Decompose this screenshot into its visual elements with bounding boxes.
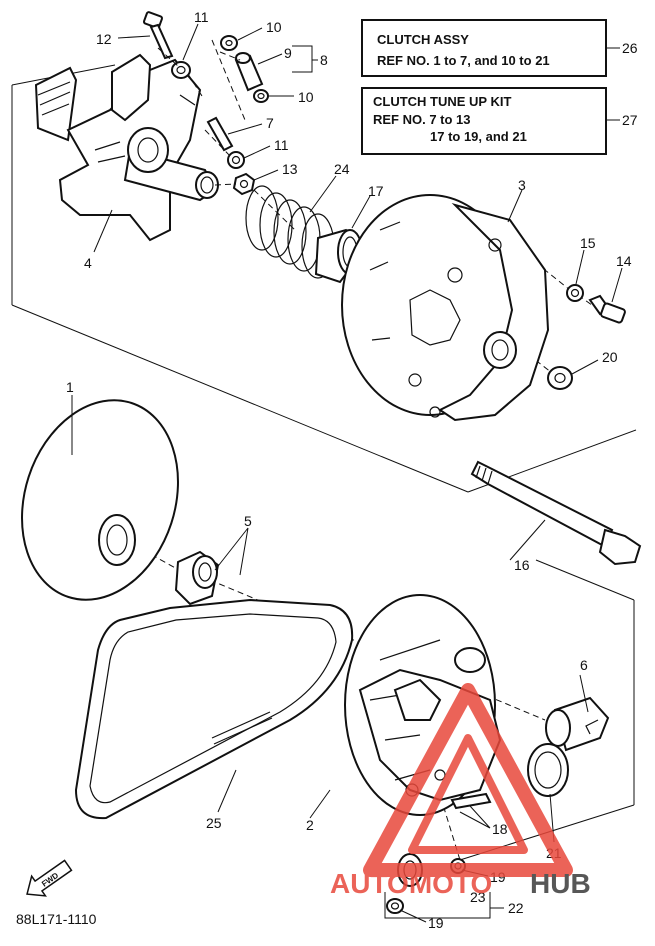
callout-26: 26	[622, 40, 638, 56]
callout-leaders	[71, 23, 623, 923]
callout-24: 24	[334, 161, 350, 177]
callout-4: 4	[84, 255, 92, 271]
callout-8: 8	[320, 52, 328, 68]
drive-belt-25	[74, 598, 354, 820]
washer-20	[547, 366, 573, 390]
callout-1: 1	[66, 379, 74, 395]
callout-18: 18	[492, 821, 508, 837]
fixed-sheave-1	[21, 399, 179, 601]
seal-21	[527, 743, 569, 797]
bolt-16	[470, 460, 642, 566]
bolt-12	[142, 11, 174, 60]
roller-9	[234, 52, 264, 92]
callout-15: 15	[580, 235, 596, 251]
washer-10-lower	[253, 89, 269, 103]
pin-7	[206, 116, 234, 152]
bushing-5	[174, 550, 220, 606]
watermark-logo: AUTOMOTO HUB	[330, 683, 591, 899]
washer-15	[566, 284, 584, 302]
pin-18	[450, 792, 492, 810]
callout-7: 7	[266, 115, 274, 131]
callout-27: 27	[622, 112, 638, 128]
callout-25: 25	[206, 815, 222, 831]
callout-5: 5	[244, 513, 252, 529]
callout-23: 23	[470, 889, 486, 905]
clutch-assy-title: CLUTCH ASSY	[377, 32, 469, 47]
callout-9: 9	[284, 45, 292, 61]
watermark-text-hub: HUB	[530, 868, 591, 899]
watermark-text-automoto: AUTOMOTO	[330, 868, 492, 899]
moveable-sheave-3	[341, 194, 550, 422]
nut-11-top	[171, 61, 191, 79]
tune-up-kit-ref-line2: 17 to 19, and 21	[430, 129, 527, 144]
callout-11-lower: 11	[274, 137, 289, 153]
nut-11-lower	[227, 151, 245, 169]
washer-19-lower	[386, 898, 404, 914]
callout-13: 13	[282, 161, 298, 177]
tune-up-kit-box: CLUTCH TUNE UP KIT REF NO. 7 to 13 17 to…	[361, 87, 638, 155]
callout-20: 20	[602, 349, 618, 365]
callout-19-lower: 19	[428, 915, 444, 931]
clutch-assy-ref: REF NO. 1 to 7, and 10 to 21	[377, 53, 550, 68]
callout-2: 2	[306, 817, 314, 833]
tube-6	[545, 696, 610, 752]
fwd-arrow: FWD	[26, 859, 73, 897]
tune-up-kit-title: CLUTCH TUNE UP KIT	[373, 94, 511, 109]
callout-10-top: 10	[266, 19, 282, 35]
callout-17: 17	[368, 183, 384, 199]
spider-hub	[34, 53, 219, 242]
nut-13	[232, 172, 256, 196]
bolt-14	[588, 294, 626, 324]
washer-10-top	[220, 35, 238, 51]
callout-numbers: 12 11 10 9 8 10 7 11 13 24 17 3 15 14 4 …	[66, 9, 632, 931]
clutch-assy-box: CLUTCH ASSY REF NO. 1 to 7, and 10 to 21…	[361, 19, 638, 77]
tune-up-kit-ref-line1: REF NO. 7 to 13	[373, 112, 471, 127]
callout-3: 3	[518, 177, 526, 193]
callout-14: 14	[616, 253, 632, 269]
callout-16: 16	[514, 557, 530, 573]
callout-12: 12	[96, 31, 112, 47]
callout-10-lower: 10	[298, 89, 314, 105]
callout-6: 6	[580, 657, 588, 673]
diagram-code: 88L171-1110	[16, 911, 97, 927]
callout-11-top: 11	[194, 9, 209, 25]
callout-22: 22	[508, 900, 524, 916]
